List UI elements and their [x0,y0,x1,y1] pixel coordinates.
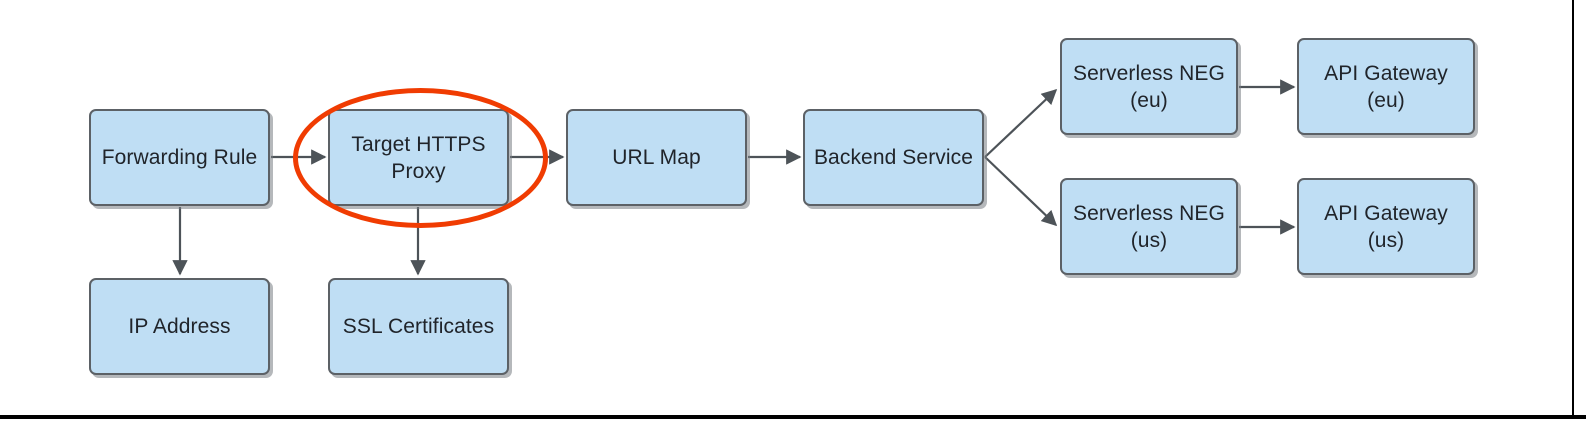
node-ssl-certificates[interactable]: SSL Certificates [328,278,509,375]
node-api-gateway-us[interactable]: API Gateway (us) [1297,178,1475,275]
node-api-gateway-eu[interactable]: API Gateway (eu) [1297,38,1475,135]
node-serverless-neg-us[interactable]: Serverless NEG (us) [1060,178,1238,275]
frame-right-border [1572,0,1574,416]
frame-bottom-border [0,415,1586,419]
node-url-map[interactable]: URL Map [566,109,747,206]
node-backend-service[interactable]: Backend Service [803,109,984,206]
node-serverless-neg-eu[interactable]: Serverless NEG (eu) [1060,38,1238,135]
edge-backend-service-to-serverless-neg-eu [984,88,1058,158]
node-target-https-proxy[interactable]: Target HTTPS Proxy [328,109,509,206]
node-forwarding-rule[interactable]: Forwarding Rule [89,109,270,206]
edge-backend-service-to-serverless-neg-us [984,156,1058,227]
node-ip-address[interactable]: IP Address [89,278,270,375]
